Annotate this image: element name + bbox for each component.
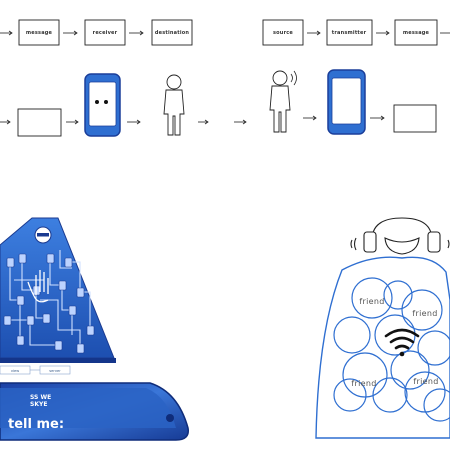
arrow-mid-2 (127, 119, 141, 125)
friend-label-3: friend (351, 379, 376, 388)
label-receiver-left: receiver (93, 30, 118, 36)
label-source-right: source (273, 30, 293, 36)
arrow-mid-1 (66, 119, 79, 125)
box-message-right (394, 19, 438, 46)
network-outline (315, 256, 450, 439)
friend-network-illustration: friend friend friend friend (315, 217, 450, 439)
circuit-nodes (3, 253, 95, 354)
arrow-2-left-top (129, 30, 144, 36)
headphones-icon (350, 217, 450, 255)
person-source-icon (269, 70, 291, 133)
box-receiver-left (84, 19, 126, 46)
right-flow-row-top: source transmitter message (262, 19, 450, 46)
arrow-2-right-top (376, 30, 390, 36)
label-message-right: message (403, 30, 430, 36)
arrow-mid-right-1 (303, 115, 317, 121)
person-destination-icon (163, 74, 185, 136)
box-source-right (262, 19, 304, 46)
friend-label-2: friend (412, 309, 437, 318)
tablet-prompt-text: tell me: (8, 417, 64, 432)
box-transmitter-right (326, 19, 373, 46)
arrow-in-left-mid (0, 119, 11, 125)
arrow-1-right-top (307, 30, 321, 36)
arrow-in-left-top (0, 30, 13, 36)
tablet-top-text-2: SKYE (30, 401, 47, 408)
server-tag (39, 365, 71, 375)
knob-slot (37, 233, 49, 237)
arrow-out-left-mid (198, 119, 209, 125)
blank-box-right (393, 104, 437, 133)
phone-receiver-icon (84, 73, 121, 137)
wifi-dot (399, 351, 405, 357)
label-transmitter-right: transmitter (332, 30, 367, 36)
friend-circles (333, 277, 450, 422)
pyramid-illustration: view server SS WE SKYE tell me: (0, 217, 189, 441)
label-destination-left: destination (155, 30, 190, 36)
tablet-top-text: SS WE (30, 394, 51, 401)
phone-transmitter-icon (327, 69, 366, 135)
label-message-left: message (26, 30, 53, 36)
arrow-1-left-top (63, 30, 78, 36)
tablet-home-button (166, 414, 174, 422)
arrow-mid-right-2 (370, 115, 385, 121)
left-flow-row-middle (0, 73, 209, 137)
sound-waves-icon (290, 70, 297, 86)
pyramid-base-band (0, 358, 116, 363)
friend-label-1: friend (359, 297, 384, 306)
wifi-icon (384, 328, 420, 350)
arrow-in-right-mid (234, 119, 247, 125)
friend-label-4: friend (413, 377, 438, 386)
box-destination-left (151, 19, 193, 46)
left-flow-row-top: message receiver destination (0, 19, 193, 46)
tablet-screen (0, 388, 176, 428)
hand-icon (27, 270, 49, 303)
right-flow-row-middle (234, 69, 437, 135)
view-tag-label: view (11, 369, 19, 373)
server-tag-label: server (49, 369, 61, 373)
box-message-left (18, 19, 60, 46)
blank-box-left (17, 108, 62, 137)
